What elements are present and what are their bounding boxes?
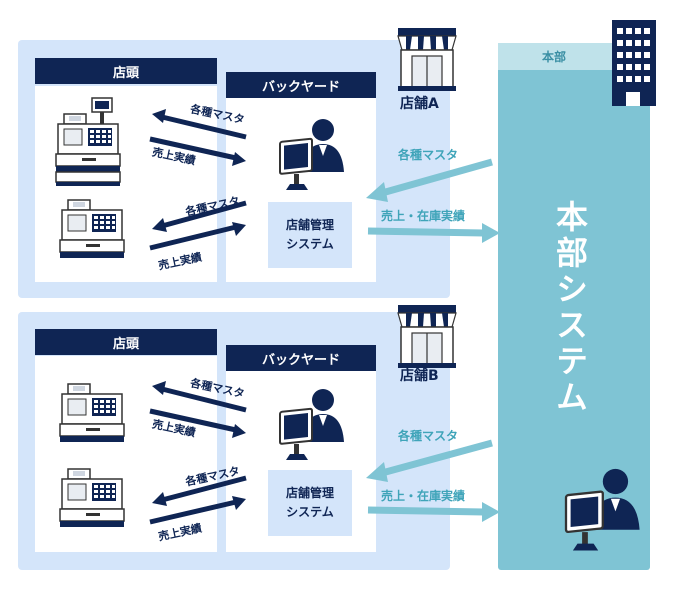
store-a-name: 店舗A — [400, 96, 439, 112]
pos-register-icon-a1 — [56, 98, 120, 186]
store-b-system-line2: システム — [286, 505, 334, 519]
hq-staff-icon — [564, 467, 641, 552]
store-b-system-line1: 店舗管理 — [285, 485, 334, 500]
store-b-management-system: 店舗管理 システム — [268, 470, 352, 536]
store-b-to-hq-label: 売上・在庫実績 — [381, 489, 466, 503]
store-a-front-header: 店頭 — [35, 58, 217, 84]
store-a-system-line1: 店舗管理 — [285, 217, 334, 232]
store-a-to-hq-label: 売上・在庫実績 — [381, 209, 466, 223]
store-b-backyard-header: バックヤード — [226, 345, 376, 371]
store-b-front-header: 店頭 — [35, 329, 217, 355]
store-a-to-store-label: 各種マスタ — [398, 148, 459, 162]
staff-at-computer-icon-b — [279, 388, 345, 461]
store-a-backyard-header: バックヤード — [226, 72, 376, 98]
hq-flow-arrows — [366, 158, 500, 522]
pos-register-icon-b2 — [59, 468, 125, 528]
staff-at-computer-icon-a — [279, 118, 345, 191]
store-a-system-line2: システム — [286, 237, 334, 251]
shop-front-icon-b — [397, 304, 457, 369]
hq-building-icon — [612, 20, 656, 106]
hq-label: 本部 — [541, 50, 566, 64]
pos-register-icon-b1 — [59, 383, 125, 443]
pos-register-icon-a2 — [59, 199, 125, 259]
shop-front-icon-a — [397, 27, 457, 92]
store-a-management-system: 店舗管理 システム — [268, 202, 352, 268]
hq-system-title: 本部システム — [551, 200, 589, 416]
pos-flow-arrows — [149, 109, 247, 525]
store-b-to-store-label: 各種マスタ — [398, 429, 459, 443]
store-b-name: 店舗B — [400, 368, 439, 384]
